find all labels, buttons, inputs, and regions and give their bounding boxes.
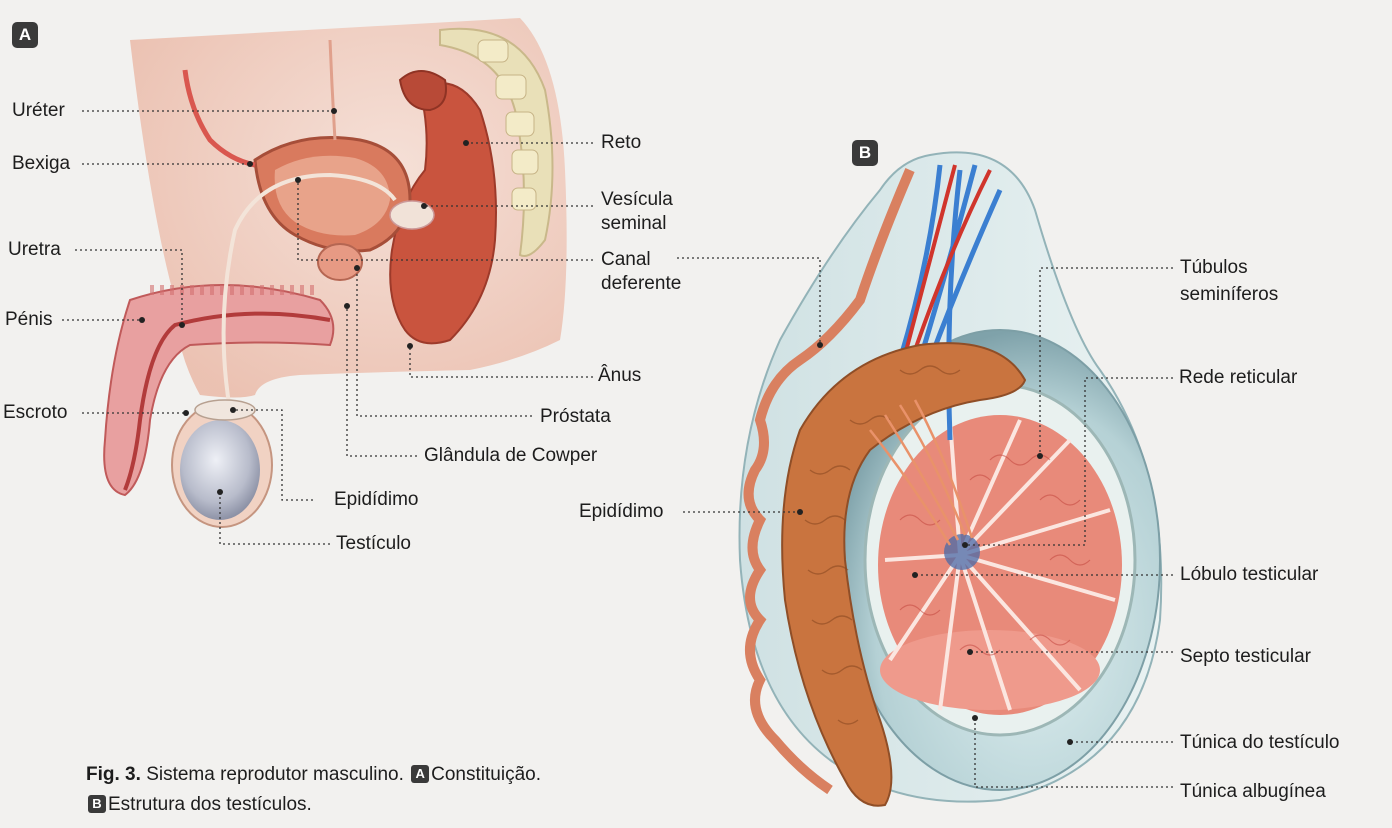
prostate xyxy=(317,243,363,281)
seminiferous-tubule-texture xyxy=(899,454,1091,656)
label-reto: Reto xyxy=(601,132,642,153)
label-canal-2: deferente xyxy=(601,273,682,294)
label-penis: Pénis xyxy=(5,309,53,330)
testicular-septa xyxy=(884,419,1116,711)
urethra xyxy=(123,311,331,491)
panel-a-badge: A xyxy=(12,22,38,48)
testis-a xyxy=(180,420,260,520)
rectum xyxy=(389,82,497,345)
label-bexiga: Bexiga xyxy=(12,153,71,174)
label-septo: Septo testicular xyxy=(1180,646,1311,667)
seminal-vesicle xyxy=(389,200,435,230)
label-rede-reticular: Rede reticular xyxy=(1179,367,1298,388)
label-epididimo-b: Epidídimo xyxy=(579,501,664,522)
panel-a-illustration xyxy=(103,18,567,528)
panel-b-badge: B xyxy=(852,140,878,166)
rectum-top xyxy=(398,70,447,112)
label-ureter: Uréter xyxy=(12,100,65,121)
label-tunica-testiculo: Túnica do testículo xyxy=(1180,732,1340,753)
label-anus: Ânus xyxy=(598,365,642,386)
efferent-ducts xyxy=(869,399,974,546)
sacrum-vertebrae xyxy=(477,39,539,211)
caption-text-3: Estrutura dos testículos. xyxy=(108,794,312,815)
label-escroto: Escroto xyxy=(3,402,68,423)
testicular-artery xyxy=(903,164,992,356)
epididymis-a xyxy=(194,399,256,421)
vas-deferens-b xyxy=(743,168,915,795)
vas-deferens-a xyxy=(221,172,397,411)
label-canal-1: Canal xyxy=(601,249,651,270)
label-epididimo-a: Epidídimo xyxy=(334,489,419,510)
label-prostata: Próstata xyxy=(540,406,611,427)
caption-fig-label: Fig. 3. xyxy=(86,764,141,785)
label-tubulos-2: seminíferos xyxy=(1180,284,1279,305)
label-testiculo: Testículo xyxy=(336,533,411,554)
caption-badge-a: A xyxy=(411,765,430,783)
label-uretra: Uretra xyxy=(8,239,61,260)
label-lobulo: Lóbulo testicular xyxy=(1180,564,1319,585)
label-vesicula-2: seminal xyxy=(601,213,667,234)
caption-badge-b: B xyxy=(88,795,106,813)
rete-testis xyxy=(944,534,980,570)
label-vesicula-1: Vesícula xyxy=(601,189,673,210)
panel-a-leader-dots xyxy=(139,108,469,495)
panel-b-leader-dots xyxy=(797,342,1073,745)
label-tubulos-1: Túbulos xyxy=(1180,257,1248,278)
epididymis-b xyxy=(781,342,1027,807)
penis xyxy=(103,284,335,497)
caption-text-2: Constituição. xyxy=(431,764,541,785)
label-cowper: Glândula de Cowper xyxy=(424,445,598,466)
panel-b-leader-lines xyxy=(677,257,1173,788)
panel-a-leader-lines xyxy=(62,110,593,545)
panel-b-illustration xyxy=(738,151,1163,807)
caption-text-1: Sistema reprodutor masculino. xyxy=(146,764,404,785)
ureter-tube xyxy=(328,39,337,141)
epididymis-texture xyxy=(804,365,961,725)
ureter xyxy=(182,69,256,168)
label-tunica-albuginea: Túnica albugínea xyxy=(1180,781,1326,802)
